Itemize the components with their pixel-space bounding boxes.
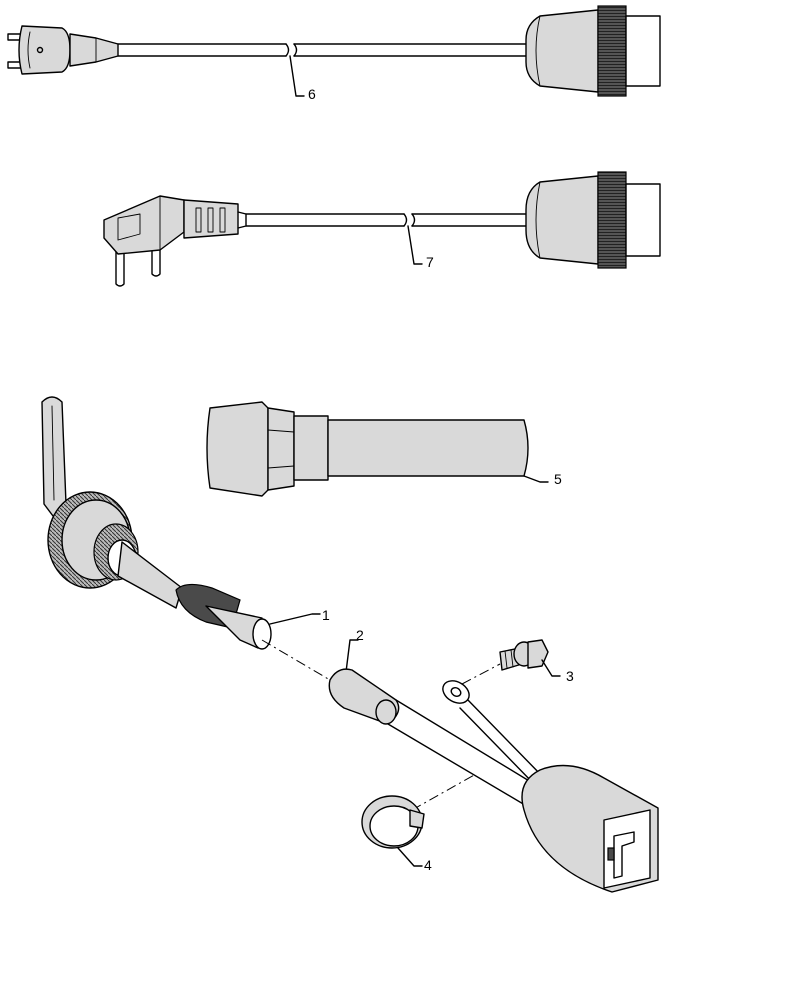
strain-relief-6 [69, 33, 119, 67]
callout-7: 7 [426, 254, 434, 270]
element-hook [41, 396, 67, 521]
part-4-clamp [361, 773, 477, 867]
socket-knurl-6 [597, 5, 627, 97]
ring-terminal [442, 680, 470, 704]
socket-knurl-7 [597, 171, 627, 269]
element-shaft [117, 541, 183, 609]
sleeve-hex [267, 407, 295, 491]
uk-plug-body [103, 195, 185, 255]
part-5-heater-sleeve [206, 401, 549, 497]
socket-end-7 [625, 183, 661, 257]
part-1-heater-element [41, 396, 331, 681]
socket-end-6 [625, 15, 661, 87]
callout-6: 6 [308, 86, 316, 102]
callout-1: 1 [322, 607, 330, 623]
plug-body-6 [18, 25, 71, 75]
callout-3: 3 [566, 668, 574, 684]
socket-body-6 [525, 9, 599, 93]
socket-body-7 [525, 175, 599, 265]
callout-5: 5 [554, 471, 562, 487]
callout-4: 4 [424, 857, 432, 873]
callout-2: 2 [356, 627, 364, 643]
sleeve-tube [327, 419, 529, 477]
sleeve-cap [206, 401, 269, 497]
sleeve-collar [293, 415, 329, 481]
part-3-screw [461, 639, 561, 685]
connector-face [603, 809, 651, 889]
cable-6-schuko [7, 5, 661, 97]
part-2-cable-connector [328, 639, 659, 893]
cable-7-uk [103, 171, 661, 287]
uk-grip [183, 199, 239, 239]
uk-pin-right [151, 243, 161, 277]
